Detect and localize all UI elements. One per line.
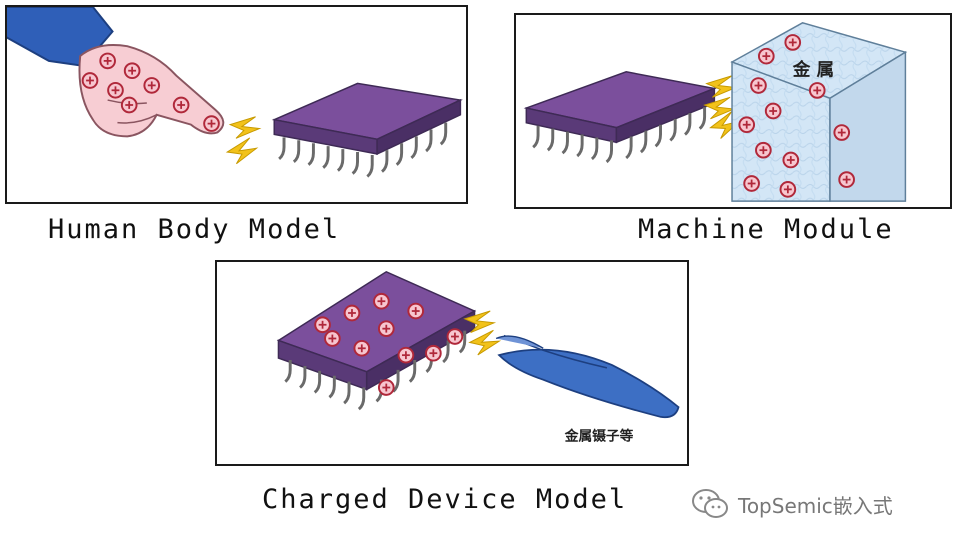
- charge-icon: [425, 344, 442, 362]
- cdm-panel: 金属镊子等: [215, 260, 689, 466]
- cdm-caption: Charged Device Model: [262, 484, 628, 515]
- charge-icon: [446, 328, 464, 345]
- charge-icon: [203, 115, 220, 132]
- charge-icon: [324, 330, 341, 347]
- spark-icon: [224, 136, 260, 166]
- charge-icon: [172, 96, 190, 114]
- spark-icon: [229, 116, 261, 139]
- charge-icon: [764, 102, 782, 120]
- charge-icon: [99, 52, 116, 70]
- charge-icon: [377, 320, 395, 338]
- charge-icon: [397, 346, 415, 364]
- charge-icon: [353, 339, 371, 357]
- hbm-caption: Human Body Model: [48, 214, 341, 245]
- ic-chip: [271, 82, 463, 178]
- charge-icon: [757, 47, 775, 65]
- hbm-illustration: [7, 7, 463, 178]
- watermark-text: TopSemic嵌入式: [738, 493, 893, 518]
- charge-icon: [784, 34, 802, 51]
- charge-icon: [123, 62, 141, 80]
- charge-icon: [143, 77, 161, 94]
- ic-chip: [276, 270, 477, 411]
- charge-icon: [343, 304, 361, 322]
- tool-label: 金属镊子等: [564, 427, 634, 444]
- charge-icon: [407, 302, 425, 320]
- charge-icon: [743, 175, 760, 192]
- charge-icon: [808, 82, 826, 99]
- charge-icon: [755, 141, 772, 159]
- charge-icon: [779, 181, 797, 198]
- mm-caption: Machine Module: [638, 214, 894, 245]
- charge-icon: [750, 77, 767, 94]
- charge-icon: [120, 96, 138, 114]
- metal-label: 金 属: [792, 59, 834, 81]
- mm-illustration: 金 属: [523, 22, 908, 202]
- charge-icon: [81, 72, 99, 89]
- hbm-panel: [5, 5, 468, 204]
- charge-icon: [107, 81, 124, 99]
- metal-block: [730, 22, 908, 202]
- charge-icon: [738, 116, 756, 134]
- charge-icon: [373, 292, 390, 310]
- wechat-icon: [692, 489, 728, 518]
- tweezer-shape: [495, 334, 680, 419]
- mm-panel: 金 属: [514, 13, 952, 209]
- watermark: TopSemic嵌入式: [690, 486, 893, 522]
- charge-icon: [838, 171, 855, 188]
- ic-chip: [523, 71, 718, 164]
- cdm-illustration: 金属镊子等: [276, 270, 680, 444]
- charge-icon: [833, 124, 851, 141]
- charge-icon: [782, 151, 800, 169]
- charge-icon: [377, 379, 395, 396]
- spark-icon: [467, 329, 502, 357]
- charge-icon: [314, 316, 331, 334]
